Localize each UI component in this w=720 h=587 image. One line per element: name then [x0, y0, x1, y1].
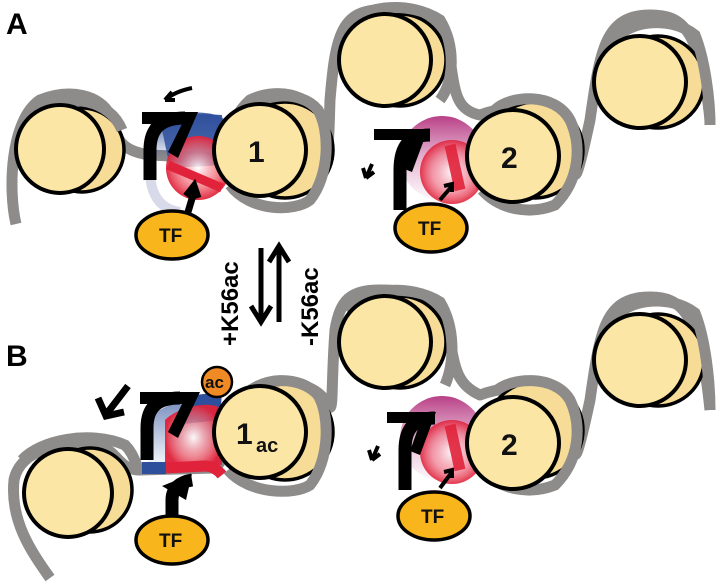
nucleosome — [337, 284, 458, 390]
transcription-factor: TF — [134, 473, 210, 566]
tf-label: TF — [421, 507, 444, 528]
tf-label: TF — [159, 226, 182, 247]
acetyl-label: ac — [205, 373, 224, 392]
nucleosome — [337, 2, 457, 108]
direction-arrow — [94, 383, 131, 421]
nucleosome — [17, 432, 145, 539]
reverse-arrow — [266, 241, 292, 322]
direction-arrow — [361, 163, 376, 180]
nucleosome-1: 1 — [212, 90, 335, 214]
forward-arrow — [248, 248, 274, 327]
equilibrium: +K56ac -K56ac — [217, 241, 324, 346]
transcription-start-arrow — [142, 111, 198, 180]
acetyl-badge: ac — [200, 365, 234, 399]
tf-label: TF — [159, 531, 182, 552]
nucleosome-1-acetylated: 1 ac — [212, 375, 335, 497]
transcription-factor: TF — [134, 178, 210, 261]
panel-label-a: A — [6, 8, 28, 41]
panel-a: A 1 — [6, 2, 716, 261]
nucleosome-subscript: ac — [256, 435, 278, 457]
nucleosome — [14, 94, 128, 195]
reverse-label: -K56ac — [297, 267, 324, 346]
nucleosome — [592, 295, 716, 411]
nucleosome-2: 2 — [465, 93, 585, 216]
transcription-start-arrow — [140, 391, 200, 460]
nucleosome-label: 1 — [248, 136, 265, 169]
direction-arrow — [367, 445, 382, 462]
direction-arrow — [163, 86, 193, 102]
tf-label: TF — [418, 219, 441, 240]
nucleosome — [592, 17, 716, 130]
forward-label: +K56ac — [217, 261, 244, 346]
panel-label-b: B — [6, 340, 28, 373]
nucleosome-label: 1 — [236, 418, 253, 451]
transcription-start-arrow — [387, 411, 436, 490]
nucleosome-label: 2 — [501, 429, 518, 462]
nucleosome-label: 2 — [501, 142, 518, 175]
nucleosome-2: 2 — [465, 375, 585, 496]
transcription-factor: TF — [396, 467, 472, 542]
transcription-factor: TF — [393, 181, 469, 254]
panel-b: B 1 ac ac — [6, 284, 716, 582]
transcription-start-arrow — [374, 128, 431, 210]
